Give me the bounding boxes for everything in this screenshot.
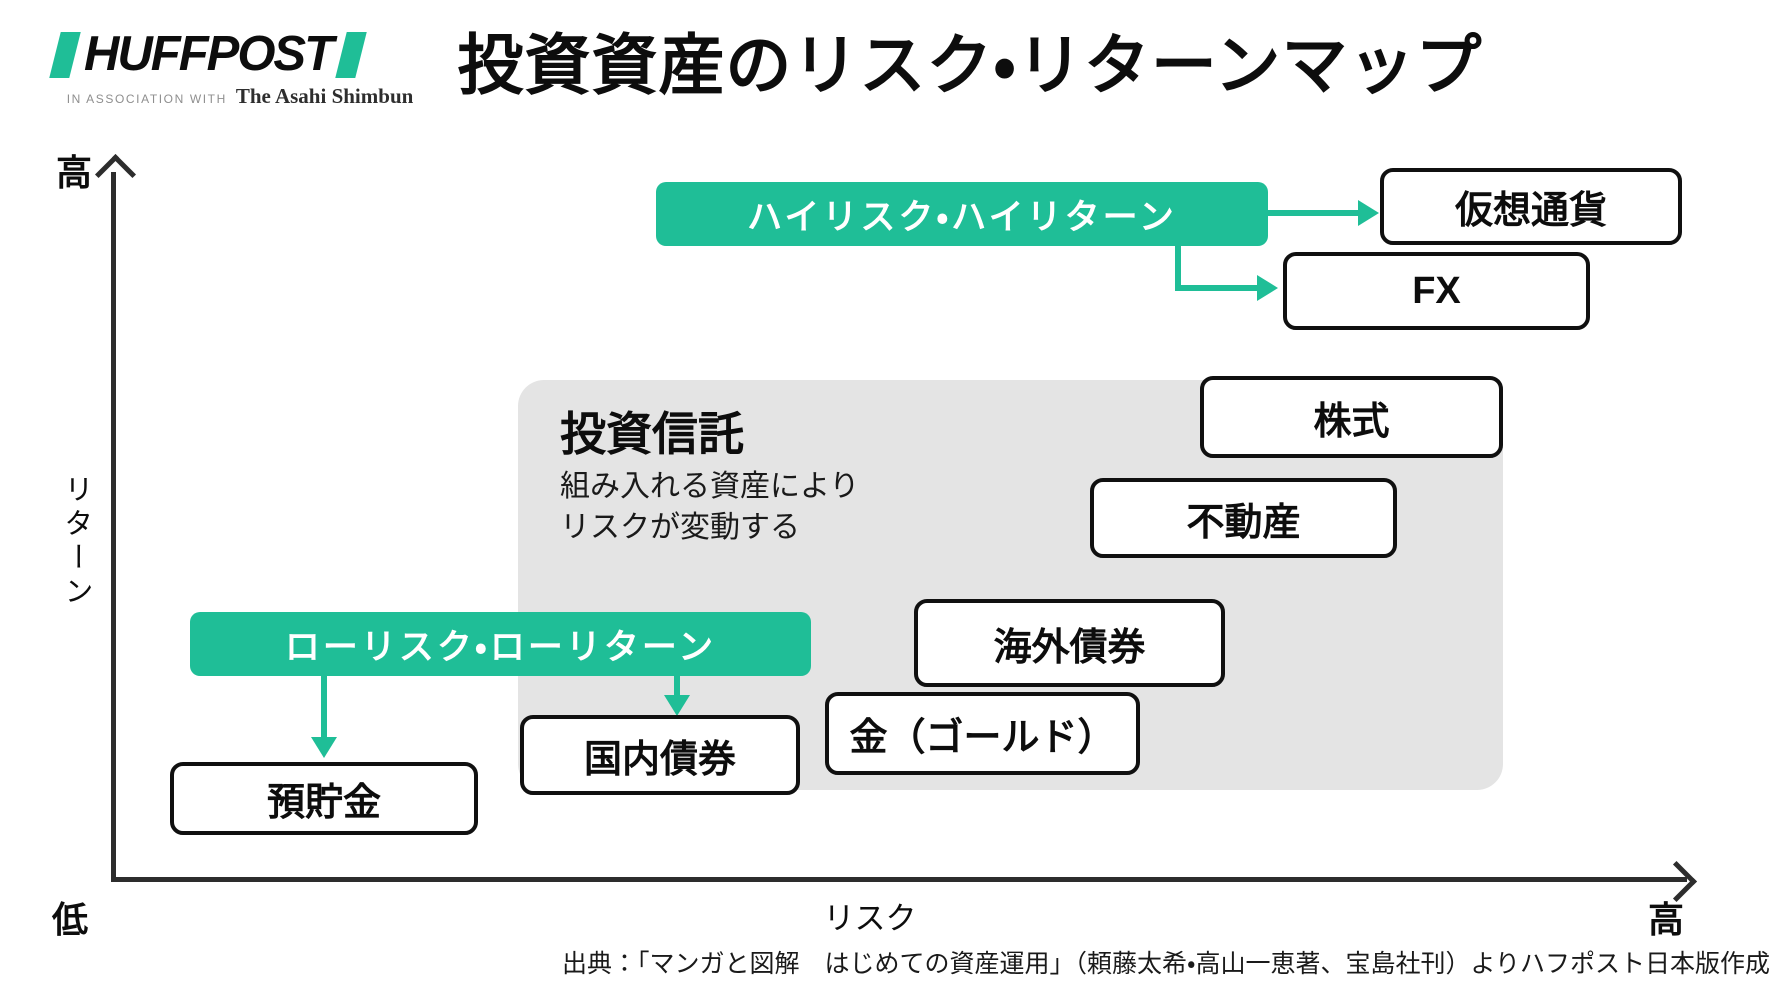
- asset-box-real-estate: 不動産: [1090, 478, 1397, 558]
- asset-box-fx: FX: [1283, 252, 1590, 330]
- source-attribution: 出典：「マンガと図解 はじめての資産運用」（頼藤太希・高山一恵著、宝島社刊）より…: [561, 950, 1770, 978]
- asset-box-crypto: 仮想通貨: [1380, 168, 1682, 245]
- asset-box-savings: 預貯金: [170, 762, 478, 835]
- arrow-to-domestic-bonds-head-icon: [664, 695, 690, 716]
- arrow-to-fx-vertical: [1175, 246, 1181, 291]
- asset-box-domestic-bonds: 国内債券: [520, 715, 800, 795]
- asset-box-stocks: 株式: [1200, 376, 1503, 458]
- asset-box-gold: 金（ゴールド）: [825, 692, 1140, 775]
- arrow-to-savings-head-icon: [311, 737, 337, 758]
- arrow-to-crypto-line: [1268, 210, 1360, 216]
- logo-slash-right-icon: [335, 31, 367, 78]
- x-axis-high-label: 高: [1648, 899, 1685, 940]
- origin-low-label: 低: [52, 899, 89, 940]
- arrow-to-fx-head-icon: [1257, 275, 1278, 301]
- arrow-to-fx-horizontal: [1175, 285, 1259, 291]
- x-axis-title: リスク: [823, 901, 917, 936]
- huffpost-wordmark: HUFFPOST: [84, 27, 334, 81]
- partner-name: The Asahi Shimbun: [235, 84, 414, 108]
- logo-slash-left-icon: [49, 31, 81, 78]
- high-risk-high-return-tag: ハイリスク・ハイリターン: [656, 182, 1268, 246]
- page-title: 投資資産のリスク・リターンマップ: [457, 28, 1483, 102]
- huffpost-logo-row: HUFFPOST: [49, 27, 425, 81]
- y-axis-title: リターン: [60, 474, 92, 610]
- investment-trust-description: 組み入れる資産により リスクが変動する: [560, 466, 859, 548]
- arrow-to-crypto-head-icon: [1358, 200, 1379, 226]
- huffpost-logo: HUFFPOST IN ASSOCIATION WITH The Asahi S…: [49, 27, 425, 109]
- investment-trust-desc-line2: リスクが変動する: [560, 511, 800, 544]
- y-axis-arrowhead-icon: [94, 153, 137, 196]
- investment-trust-title: 投資信託: [560, 408, 744, 460]
- arrow-to-savings-line: [321, 676, 327, 738]
- logo-tagline: IN ASSOCIATION WITH The Asahi Shimbun: [55, 84, 425, 109]
- asset-box-foreign-bonds: 海外債券: [914, 599, 1225, 687]
- low-risk-low-return-tag: ローリスク・ローリターン: [190, 612, 811, 676]
- association-text: IN ASSOCIATION WITH: [66, 92, 227, 106]
- x-axis-line: [111, 877, 1687, 882]
- y-axis-high-label: 高: [56, 152, 93, 193]
- arrow-to-domestic-bonds-line: [674, 676, 680, 696]
- investment-trust-desc-line1: 組み入れる資産により: [560, 470, 860, 503]
- y-axis-line: [111, 172, 116, 882]
